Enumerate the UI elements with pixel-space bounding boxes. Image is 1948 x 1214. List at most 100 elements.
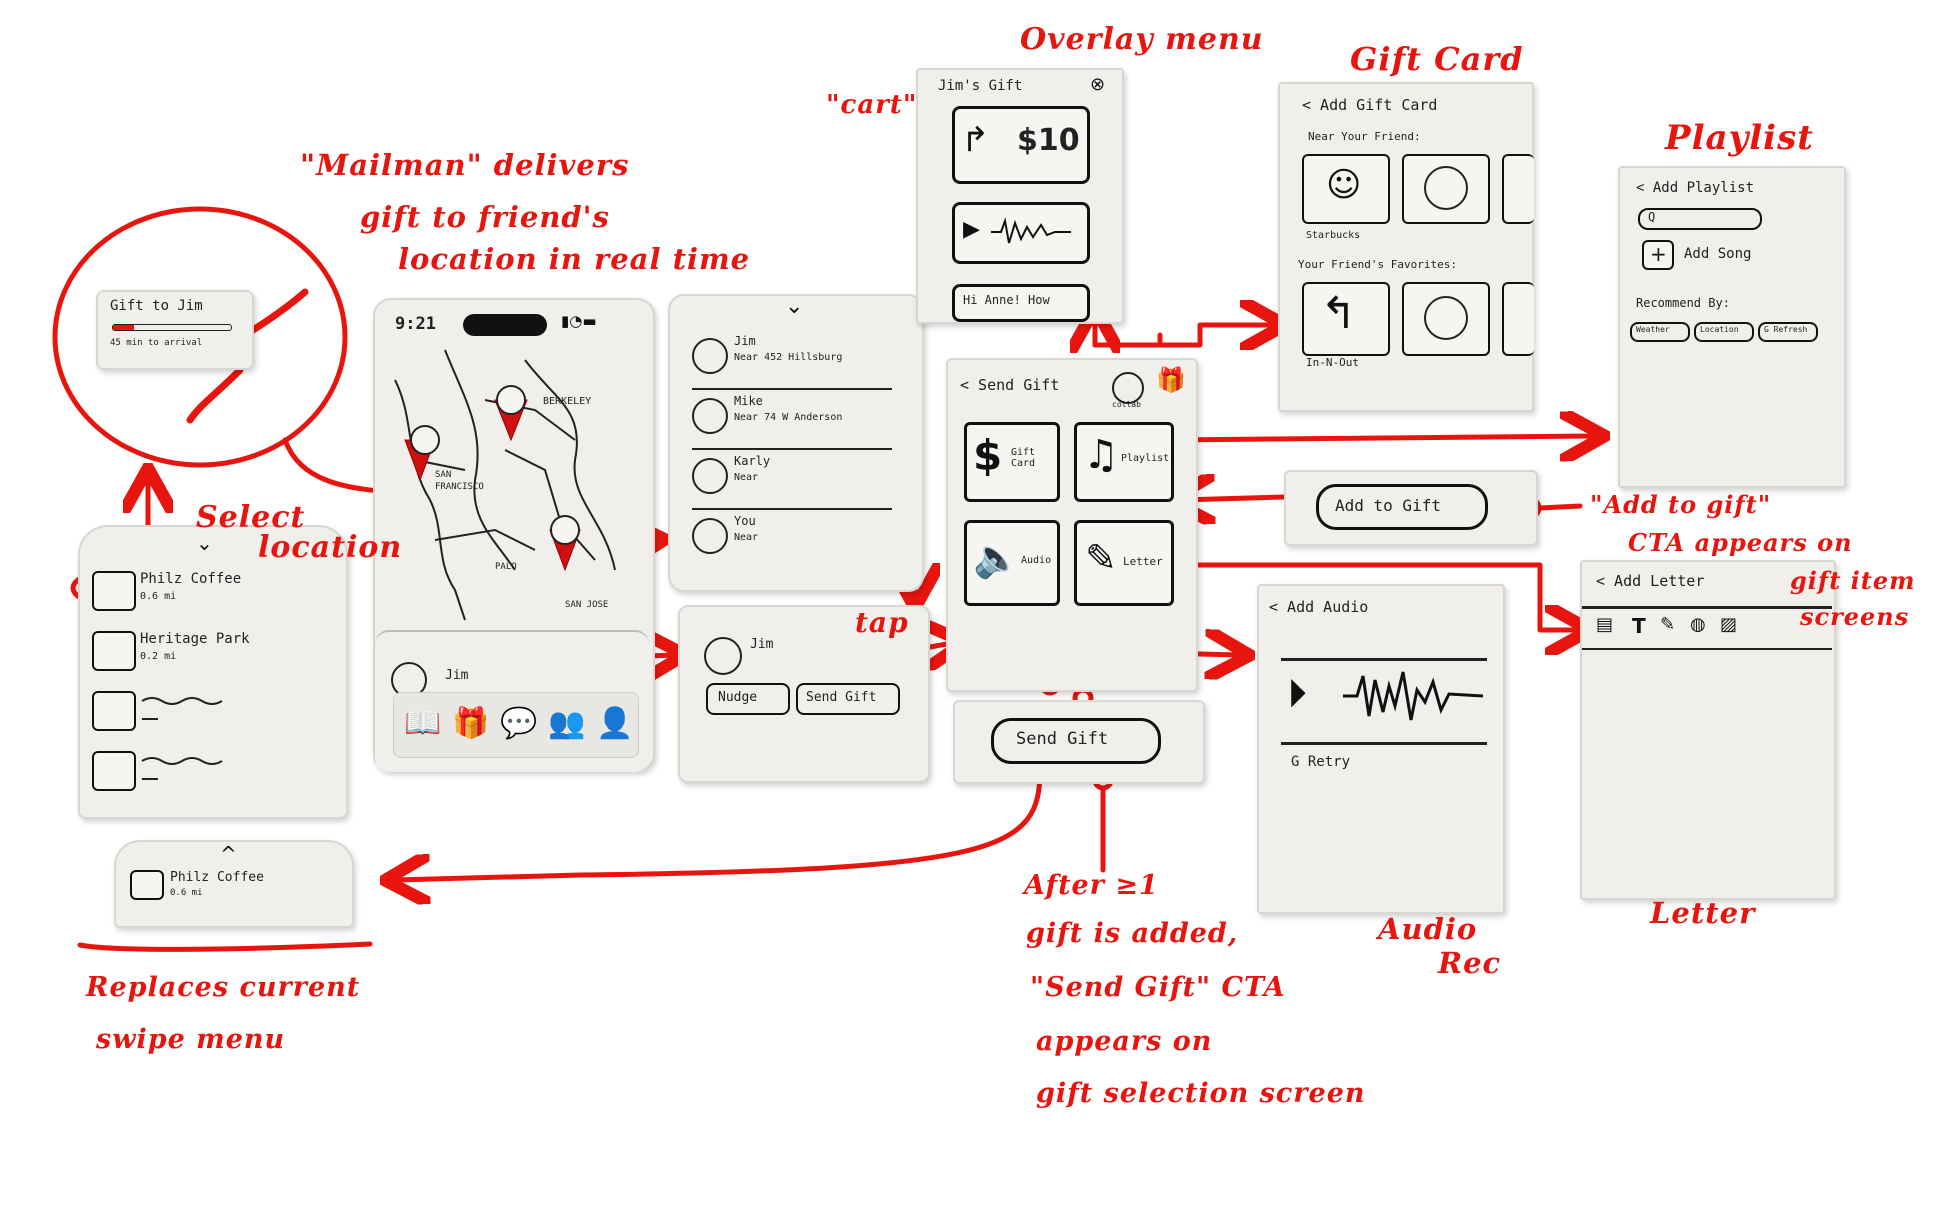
place-map-icon [92,691,136,731]
location-distance: 0.2 mi [140,651,177,662]
send-gift-cta-label: Send Gift [1016,729,1109,749]
annotation-cart: "cart" [826,90,918,120]
chip-label: G Refresh [1764,325,1808,334]
annotation-replaces-1: Replaces current [86,972,361,1003]
cart-gift-icon[interactable]: 🎁 [1156,366,1186,394]
book-icon[interactable]: 📖 [404,706,442,741]
annotation-gift-card: Gift Card [1350,40,1524,78]
map-label-palo: PALO [495,562,517,572]
friend-row-you[interactable]: You Near [692,514,912,566]
chat-icon[interactable]: 💬 [500,706,538,741]
chip-label: Weather [1636,325,1670,334]
location-item-4[interactable] [92,747,332,797]
location-item-philz[interactable]: Philz Coffee 0.6 mi [92,567,332,617]
gift-card-option-5[interactable] [1402,282,1490,356]
nudge-label: Nudge [718,690,758,705]
friend-action-card: Jim Nudge Send Gift [678,605,930,783]
gift-card-tile[interactable]: $ Gift Card [964,422,1060,502]
add-to-gift-label: Add to Gift [1335,496,1441,515]
letter-tile[interactable]: ✎ Letter [1074,520,1174,606]
starbucks-card[interactable]: ☺ [1302,154,1390,224]
send-gift-back[interactable]: < Send Gift [960,376,1060,394]
chip-refresh[interactable]: G Refresh [1758,322,1818,342]
chevron-down-icon[interactable]: ⌄ [196,531,213,555]
friend-near: Near 452 Hillsburg [734,352,843,363]
add-gift-card-screen: < Add Gift Card Near Your Friend: ☺ Star… [1278,82,1534,412]
chevron-up-icon[interactable]: ^ [220,842,237,866]
search-icon: Q [1648,210,1656,224]
location-item-heritage[interactable]: Heritage Park 0.2 mi [92,627,332,677]
audio-tile[interactable]: 🔈 Audio [964,520,1060,606]
gift-icon[interactable]: 🎁 [452,706,490,741]
tile-label: Playlist [1121,453,1170,464]
friend-card-name: Jim [750,637,774,652]
play-icon: ▶ [963,217,980,242]
annotation-mailman-3: location in real time [398,242,751,276]
text-icon[interactable]: T [1632,614,1646,638]
cart-audio-item[interactable]: ▶ [952,202,1090,264]
friend-row-karly[interactable]: Karly Near [692,454,912,506]
add-to-gift-button[interactable]: Add to Gift [1316,484,1488,530]
nudge-button[interactable]: Nudge [706,683,790,715]
tile-label: Gift Card [1011,447,1036,469]
add-song-plus-icon[interactable]: + [1642,240,1674,270]
arrow-to-letter [1172,562,1580,630]
send-gift-button[interactable]: Send Gift [796,683,900,715]
chip-location[interactable]: Location [1694,322,1754,342]
collapsed-location-name: Philz Coffee [170,870,264,885]
cart-gift-card-item[interactable]: ↱ $10 [952,106,1090,184]
chip-label: Location [1700,325,1739,334]
pen-icon[interactable]: ✎ [1660,614,1676,635]
tracker-progress [112,324,232,331]
audio-waveform [1343,671,1483,721]
avatar [692,458,728,494]
gift-card-option-2[interactable] [1402,154,1490,224]
friends-icon[interactable]: 👥 [548,706,586,741]
map-label-berkeley: BERKELEY [543,396,592,407]
send-gift-cta-button[interactable]: Send Gift [991,718,1161,764]
tile-label: Audio [1021,555,1052,566]
letter-back[interactable]: < Add Letter [1596,572,1705,590]
cart-letter-item[interactable]: Hi Anne! How [952,284,1090,322]
retry-button[interactable]: G Retry [1291,754,1351,770]
map-label-san: SAN [435,470,452,480]
annotation-after-1: After ≥1 [1024,870,1159,901]
send-gift-screen: < Send Gift collab 🎁 $ Gift Card ♫ Playl… [946,358,1198,692]
playlist-search-input[interactable]: Q [1638,208,1762,230]
collab-icon[interactable]: collab [1112,372,1144,409]
tile-label: Letter [1123,555,1163,568]
friend-name: Mike [734,394,763,408]
send-gift-cta-card: Send Gift [953,700,1205,784]
add-letter-screen: < Add Letter ▤ T ✎ ◍ ▨ [1580,560,1836,900]
avatar [692,518,728,554]
annotation-after-5: gift selection screen [1036,1078,1366,1109]
image-icon[interactable]: ▨ [1720,614,1738,635]
play-button-icon[interactable]: ⏵ [1287,671,1307,717]
close-icon[interactable]: ⊗ [1090,74,1106,95]
friend-row-mike[interactable]: Mike Near 74 W Anderson [692,394,912,446]
arrow-to-playlist [1165,436,1595,440]
audio-back[interactable]: < Add Audio [1269,598,1369,616]
in-n-out-card[interactable]: ↰ [1302,282,1390,356]
gift-card-option-3[interactable] [1502,154,1534,224]
document-icon[interactable]: ▤ [1596,614,1614,635]
tracker-highlight-circle [52,206,348,468]
gift-card-back[interactable]: < Add Gift Card [1302,96,1438,114]
profile-icon[interactable]: 👤 [596,706,634,741]
gift-card-option-6[interactable] [1502,282,1534,356]
sticker-icon[interactable]: ◍ [1690,614,1706,635]
collapsed-swipe-menu[interactable]: ^ Philz Coffee 0.6 mi [114,840,354,928]
friend-row-jim[interactable]: Jim Near 452 Hillsburg [692,334,912,386]
playlist-tile[interactable]: ♫ Playlist [1074,422,1174,502]
location-list-screen: ⌄ Philz Coffee 0.6 mi Heritage Park 0.2 … [78,525,348,819]
turn-arrow-icon: ↱ [961,120,990,160]
chevron-down-icon[interactable]: ⌄ [785,294,804,319]
playlist-back[interactable]: < Add Playlist [1636,180,1755,196]
add-playlist-screen: < Add Playlist Q + Add Song Recommend By… [1618,166,1846,488]
annotation-after-2: gift is added, [1026,918,1239,949]
friend-name: Jim [734,334,756,348]
coffee-map-icon [130,870,164,900]
location-item-3[interactable] [92,687,332,737]
chip-weather[interactable]: Weather [1630,322,1690,342]
